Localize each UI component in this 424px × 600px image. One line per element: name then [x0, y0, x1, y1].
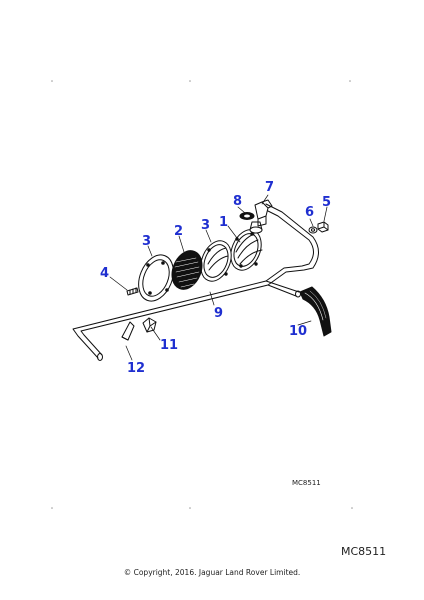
copyright-notice: © Copyright, 2016. Jaguar Land Rover Lim…: [123, 568, 301, 577]
breather-housing: [230, 221, 263, 271]
drawing-ref: MC8511: [341, 545, 387, 558]
breather-pipe: [72, 203, 319, 361]
callout-1: 1: [219, 215, 228, 230]
gasket-b: [200, 240, 232, 282]
registration-marks: [51, 80, 353, 509]
callout-3a: 3: [142, 234, 151, 249]
callout-7: 7: [265, 180, 274, 195]
callout-11: 11: [160, 338, 178, 353]
callout-10: 10: [289, 324, 307, 339]
stud: [126, 287, 139, 296]
callout-2: 2: [174, 224, 183, 239]
mesh-filter: [171, 250, 203, 290]
callout-3b: 3: [201, 218, 210, 233]
nut: [317, 221, 329, 233]
pipe-clip: [142, 317, 157, 333]
callout-12: 12: [127, 361, 145, 376]
drawing-ref-small: MC8511: [292, 479, 321, 487]
callout-5: 5: [322, 195, 331, 210]
flexible-hose: [299, 286, 332, 337]
washer: [308, 226, 318, 234]
elbow-union: [254, 199, 273, 227]
sealing-washer: [239, 212, 255, 220]
callout-9: 9: [214, 306, 223, 321]
bracket: [121, 321, 135, 341]
callouts: 1 2 3 3 4 5 6 7 8 9 10 11 12: [100, 180, 331, 376]
callout-8: 8: [233, 194, 242, 209]
leader-lines: [109, 194, 328, 361]
gasket-a: [138, 254, 174, 302]
callout-4: 4: [100, 266, 109, 281]
callout-6: 6: [305, 205, 314, 220]
